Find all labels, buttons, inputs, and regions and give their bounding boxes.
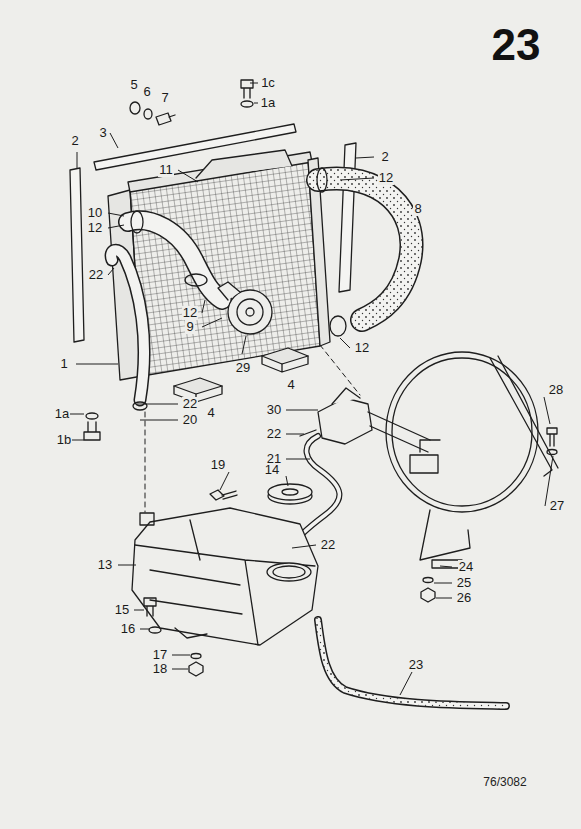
hose bbox=[318, 620, 506, 706]
hose-clamp bbox=[131, 211, 143, 233]
callout-number: 12 bbox=[182, 306, 198, 320]
washer bbox=[191, 654, 201, 659]
washer bbox=[149, 627, 161, 633]
callout-number: 30 bbox=[266, 403, 282, 417]
callout-number: 4 bbox=[286, 378, 295, 392]
callout-number: 25 bbox=[456, 576, 472, 590]
bolt bbox=[144, 598, 156, 616]
drawing-number: 76/3082 bbox=[483, 775, 526, 789]
callout-number: 15 bbox=[114, 603, 130, 617]
hose-clamp bbox=[317, 168, 327, 192]
callout-number: 1a bbox=[54, 407, 70, 421]
callout-number: 29 bbox=[235, 361, 251, 375]
callout-number: 3 bbox=[98, 126, 107, 140]
callout-number: 18 bbox=[152, 662, 168, 676]
nut bbox=[189, 662, 203, 676]
bolt bbox=[547, 428, 557, 446]
callout-number: 9 bbox=[185, 320, 194, 334]
callout-number: 6 bbox=[142, 85, 151, 99]
hose bbox=[318, 178, 412, 320]
nut bbox=[421, 588, 435, 602]
callout-number: 5 bbox=[129, 78, 138, 92]
bolt bbox=[84, 422, 100, 440]
fan-clamp bbox=[410, 440, 440, 473]
callout-number: 16 bbox=[120, 622, 136, 636]
callout-number: 22 bbox=[182, 397, 198, 411]
callout-number: 17 bbox=[152, 648, 168, 662]
dashed-line bbox=[145, 412, 146, 512]
expansion-tank bbox=[132, 508, 318, 645]
hose-clamp bbox=[185, 274, 207, 286]
bolt bbox=[210, 490, 237, 500]
foam-strip bbox=[339, 143, 356, 292]
rubber-pad bbox=[262, 348, 308, 364]
callout-number: 26 bbox=[456, 591, 472, 605]
callout-number: 10 bbox=[87, 206, 103, 220]
hose bbox=[111, 250, 144, 400]
hose-clamp bbox=[330, 316, 346, 336]
callout-number: 27 bbox=[549, 499, 565, 513]
callout-number: 20 bbox=[182, 413, 198, 427]
callout-number: 23 bbox=[408, 658, 424, 672]
callout-number: 1c bbox=[260, 76, 276, 90]
callout-number: 22 bbox=[88, 268, 104, 282]
filler-neck bbox=[267, 563, 311, 581]
washer bbox=[423, 578, 433, 583]
water-pump bbox=[228, 290, 272, 334]
hose-clamp bbox=[133, 402, 147, 410]
callout-number: 8 bbox=[413, 202, 422, 216]
washer bbox=[130, 102, 140, 114]
washer bbox=[547, 450, 557, 455]
callout-number: 7 bbox=[160, 91, 169, 105]
radiator-header bbox=[196, 150, 292, 178]
thermostat-housing bbox=[318, 398, 372, 444]
callout-number: 12 bbox=[87, 221, 103, 235]
callout-number: 1 bbox=[59, 357, 68, 371]
callout-number: 12 bbox=[378, 171, 394, 185]
callout-number: 28 bbox=[548, 383, 564, 397]
rubber-pad bbox=[174, 378, 222, 394]
callout-number: 1b bbox=[56, 433, 72, 447]
leader-line bbox=[70, 83, 553, 695]
callout-number: 4 bbox=[206, 406, 215, 420]
bush bbox=[144, 109, 152, 119]
callout-number: 12 bbox=[354, 341, 370, 355]
callout-number: 24 bbox=[458, 560, 474, 574]
washer bbox=[241, 101, 253, 107]
callout-number: 14 bbox=[264, 463, 280, 477]
washer bbox=[86, 413, 98, 419]
callout-number: 2 bbox=[380, 150, 389, 164]
callout-number: 2 bbox=[70, 134, 79, 148]
callout-number: 13 bbox=[97, 558, 113, 572]
foam-strip bbox=[70, 168, 84, 342]
callout-number: 19 bbox=[210, 458, 226, 472]
fan-ring bbox=[386, 352, 538, 512]
page-number: 23 bbox=[492, 22, 541, 68]
radiator-core bbox=[130, 160, 320, 376]
screw bbox=[156, 113, 175, 125]
callout-number: 22 bbox=[266, 427, 282, 441]
bracket bbox=[420, 356, 558, 560]
callout-number: 1a bbox=[260, 96, 276, 110]
callout-number: 11 bbox=[158, 163, 174, 177]
callout-number: 22 bbox=[320, 538, 336, 552]
